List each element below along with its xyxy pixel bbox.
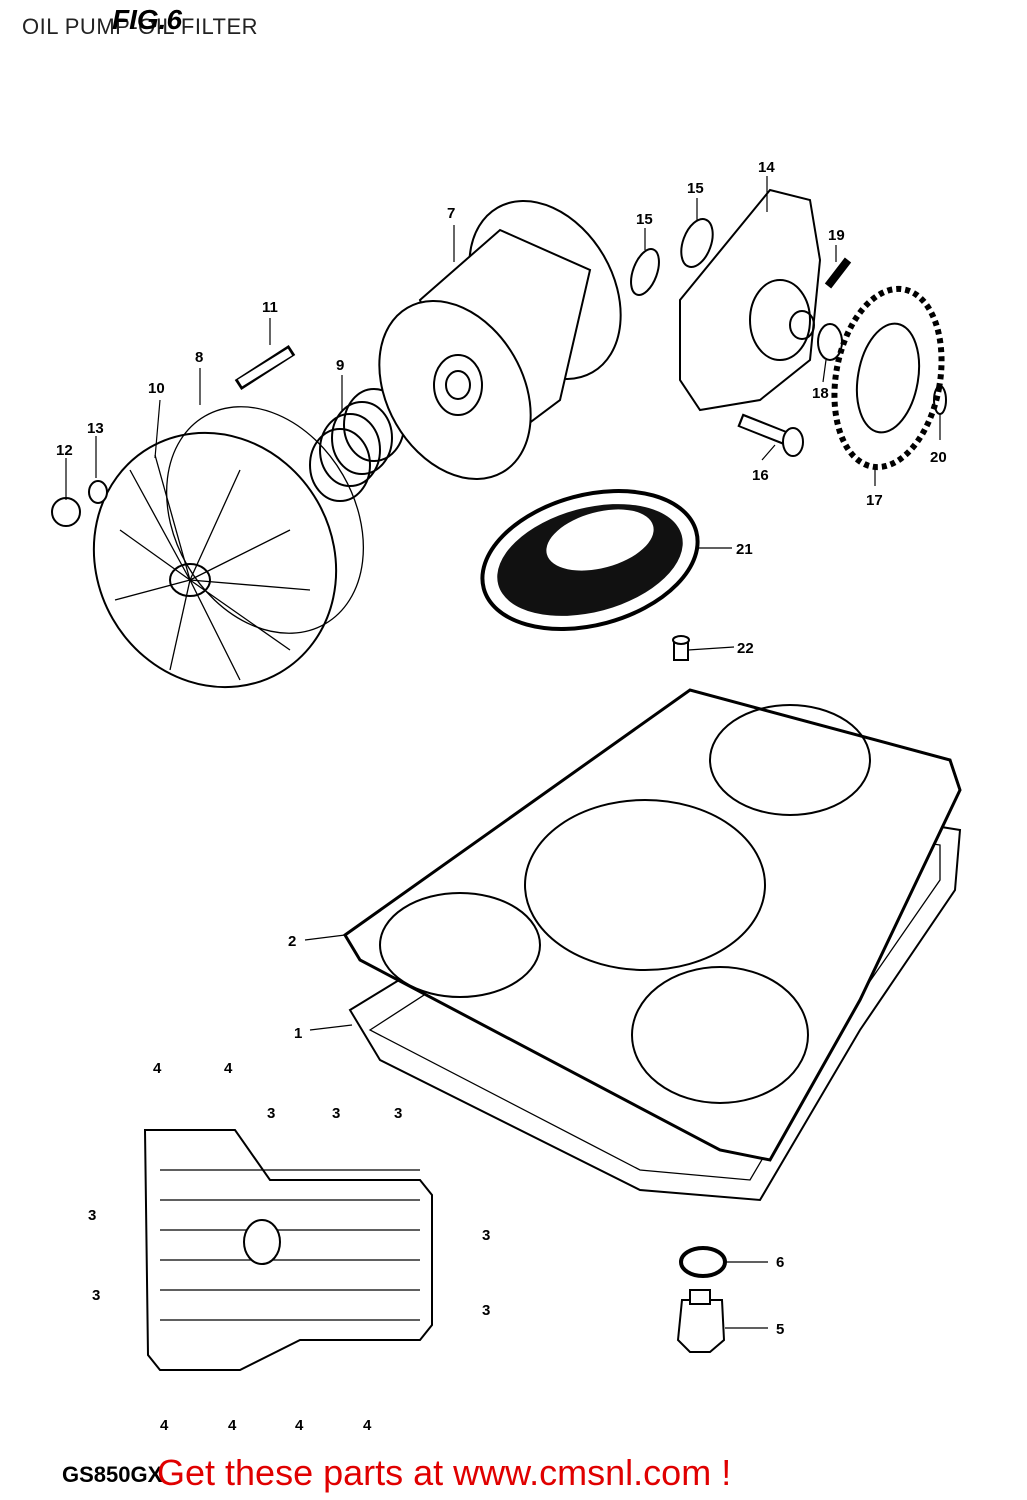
callout-4: 4 (363, 1417, 372, 1434)
callout-3: 3 (267, 1105, 275, 1122)
oil-pan-gasket (342, 688, 962, 1162)
callout-3: 3 (482, 1302, 490, 1319)
callout-4: 4 (160, 1417, 169, 1434)
callout-5: 5 (776, 1321, 784, 1338)
o-ring (630, 248, 660, 296)
leader-lines (65, 176, 941, 1329)
washer (88, 480, 108, 504)
callout-9: 9 (336, 357, 344, 374)
diagram-caption: OIL PUMP-OIL FILTER (22, 14, 259, 39)
callout-20: 20 (930, 449, 947, 466)
model-code: GS850GX (62, 1462, 163, 1487)
parts-link[interactable]: Get these parts at www.cmsnl.com ! (157, 1452, 732, 1493)
callout-3: 3 (332, 1105, 340, 1122)
callout-22: 22 (737, 640, 754, 657)
pump-bolt (737, 413, 804, 457)
callout-10: 10 (148, 380, 165, 397)
dowel-pin (824, 257, 852, 289)
callout-21: 21 (736, 541, 753, 558)
callout-13: 13 (87, 420, 104, 437)
callout-14: 14 (758, 159, 775, 176)
callout-12: 12 (56, 442, 73, 459)
callout-4: 4 (228, 1417, 237, 1434)
callout-11: 11 (262, 299, 278, 316)
callout-4: 4 (295, 1417, 304, 1434)
pump-drive-gear (831, 285, 945, 471)
callout-3: 3 (394, 1105, 402, 1122)
drain-plug (676, 1289, 726, 1353)
callout-17: 17 (866, 492, 883, 509)
callout-2: 2 (288, 933, 296, 950)
callout-3: 3 (482, 1227, 490, 1244)
oil-strainer (480, 489, 700, 631)
o-ring-gasket (165, 406, 365, 634)
callout-3: 3 (92, 1287, 100, 1304)
callout-8: 8 (195, 349, 203, 366)
thrust-washer (817, 323, 843, 361)
callout-15: 15 (636, 211, 653, 228)
callout-4: 4 (153, 1060, 162, 1077)
drain-plug-washer (679, 1246, 727, 1278)
oil-filter-cover (92, 431, 338, 689)
stud-bolt (234, 344, 296, 391)
cap-nut (51, 497, 81, 527)
oil-pan-bottom-view (143, 1129, 433, 1371)
callout-6: 6 (776, 1254, 784, 1271)
callout-7: 7 (447, 205, 455, 222)
callout-4: 4 (224, 1060, 233, 1077)
strainer-screw (672, 635, 690, 661)
figure-title: FIG.6 (112, 4, 183, 35)
oil-filter-element (378, 199, 622, 481)
callout-1: 1 (294, 1025, 302, 1042)
callout-19: 19 (828, 227, 845, 244)
oil-pump (679, 188, 822, 412)
callout-16: 16 (752, 467, 769, 484)
callout-18: 18 (812, 385, 829, 402)
callout-15: 15 (687, 180, 704, 197)
callout-3: 3 (88, 1207, 96, 1224)
o-ring (680, 218, 714, 268)
